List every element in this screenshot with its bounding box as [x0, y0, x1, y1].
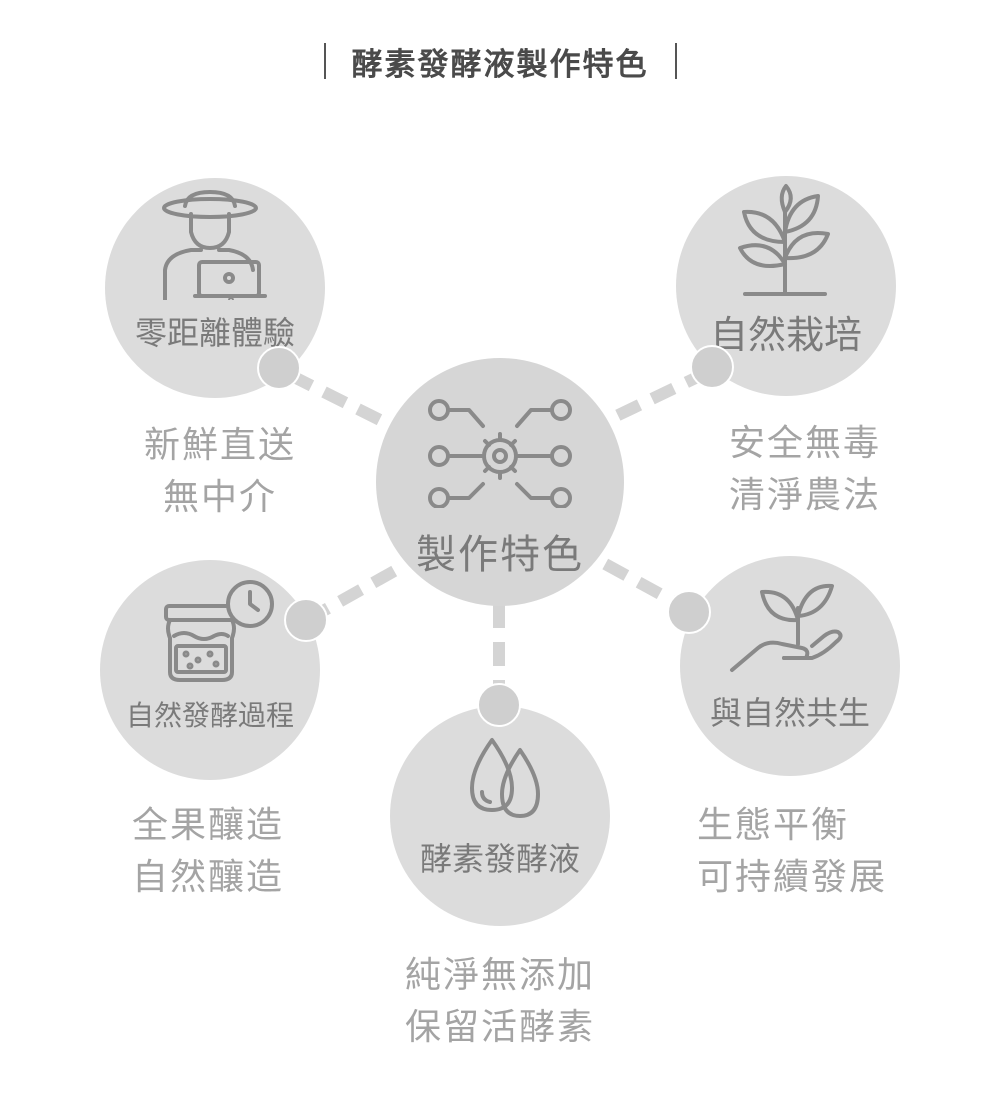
node-coexist-nature: 與自然共生 — [680, 556, 900, 776]
desc-mid-left-line-2: 自然釀造 — [131, 857, 284, 898]
node-zero-distance-label: 零距離體驗 — [134, 314, 295, 352]
connector-dot-mid-right — [667, 590, 711, 634]
desc-bottom-line-1: 純淨無添加 — [404, 955, 595, 996]
center-node: 製作特色 — [376, 358, 624, 606]
connector-dot-top-left — [257, 346, 301, 390]
desc-bottom: 純淨無添加 保留活酵素 — [395, 950, 605, 1054]
water-drops-icon — [470, 738, 540, 818]
title-left-divider — [323, 43, 326, 79]
title-right-divider — [674, 43, 677, 79]
desc-mid-right-line-1: 生態平衡 — [697, 805, 850, 846]
desc-bottom-line-2: 保留活酵素 — [404, 1007, 595, 1048]
connector-dot-top-right — [690, 345, 734, 389]
connector-top-right — [605, 366, 711, 426]
desc-mid-right: 生態平衡 可持續發展 — [697, 800, 907, 904]
desc-mid-left-line-1: 全果釀造 — [131, 805, 284, 846]
center-label: 製作特色 — [416, 532, 584, 578]
page-title: 酵素發酵液製作特色 — [0, 36, 1000, 86]
connector-dot-bottom — [477, 683, 521, 727]
plant-sprout-icon — [738, 184, 830, 296]
desc-top-right-line-2: 清淨農法 — [728, 475, 881, 516]
node-coexist-nature-label: 與自然共生 — [709, 694, 870, 732]
node-enzyme-liquid-label: 酵素發酵液 — [419, 840, 580, 878]
desc-top-right: 安全無毒 清淨農法 — [724, 418, 886, 522]
desc-mid-left: 全果釀造 自然釀造 — [128, 800, 288, 904]
gear-network-icon — [428, 399, 572, 508]
hand-plant-icon — [730, 583, 843, 672]
title-text: 酵素發酵液製作特色 — [351, 46, 649, 83]
connector-dot-mid-left — [284, 598, 328, 642]
node-natural-fermentation: 自然發酵過程 — [100, 560, 320, 780]
connector-top-left — [287, 369, 391, 430]
node-enzyme-liquid: 酵素發酵液 — [390, 706, 610, 926]
jar-clock-icon — [164, 580, 274, 682]
desc-top-left-line-1: 新鮮直送 — [143, 425, 296, 466]
desc-top-left-line-2: 無中介 — [162, 477, 277, 518]
node-natural-fermentation-label: 自然發酵過程 — [125, 699, 294, 732]
desc-mid-right-line-2: 可持續發展 — [697, 857, 888, 898]
desc-top-left: 新鮮直送 無中介 — [140, 420, 300, 524]
node-natural-cultivation-label: 自然栽培 — [709, 313, 862, 357]
desc-top-right-line-1: 安全無毒 — [728, 423, 881, 464]
farmer-laptop-icon — [162, 190, 267, 300]
